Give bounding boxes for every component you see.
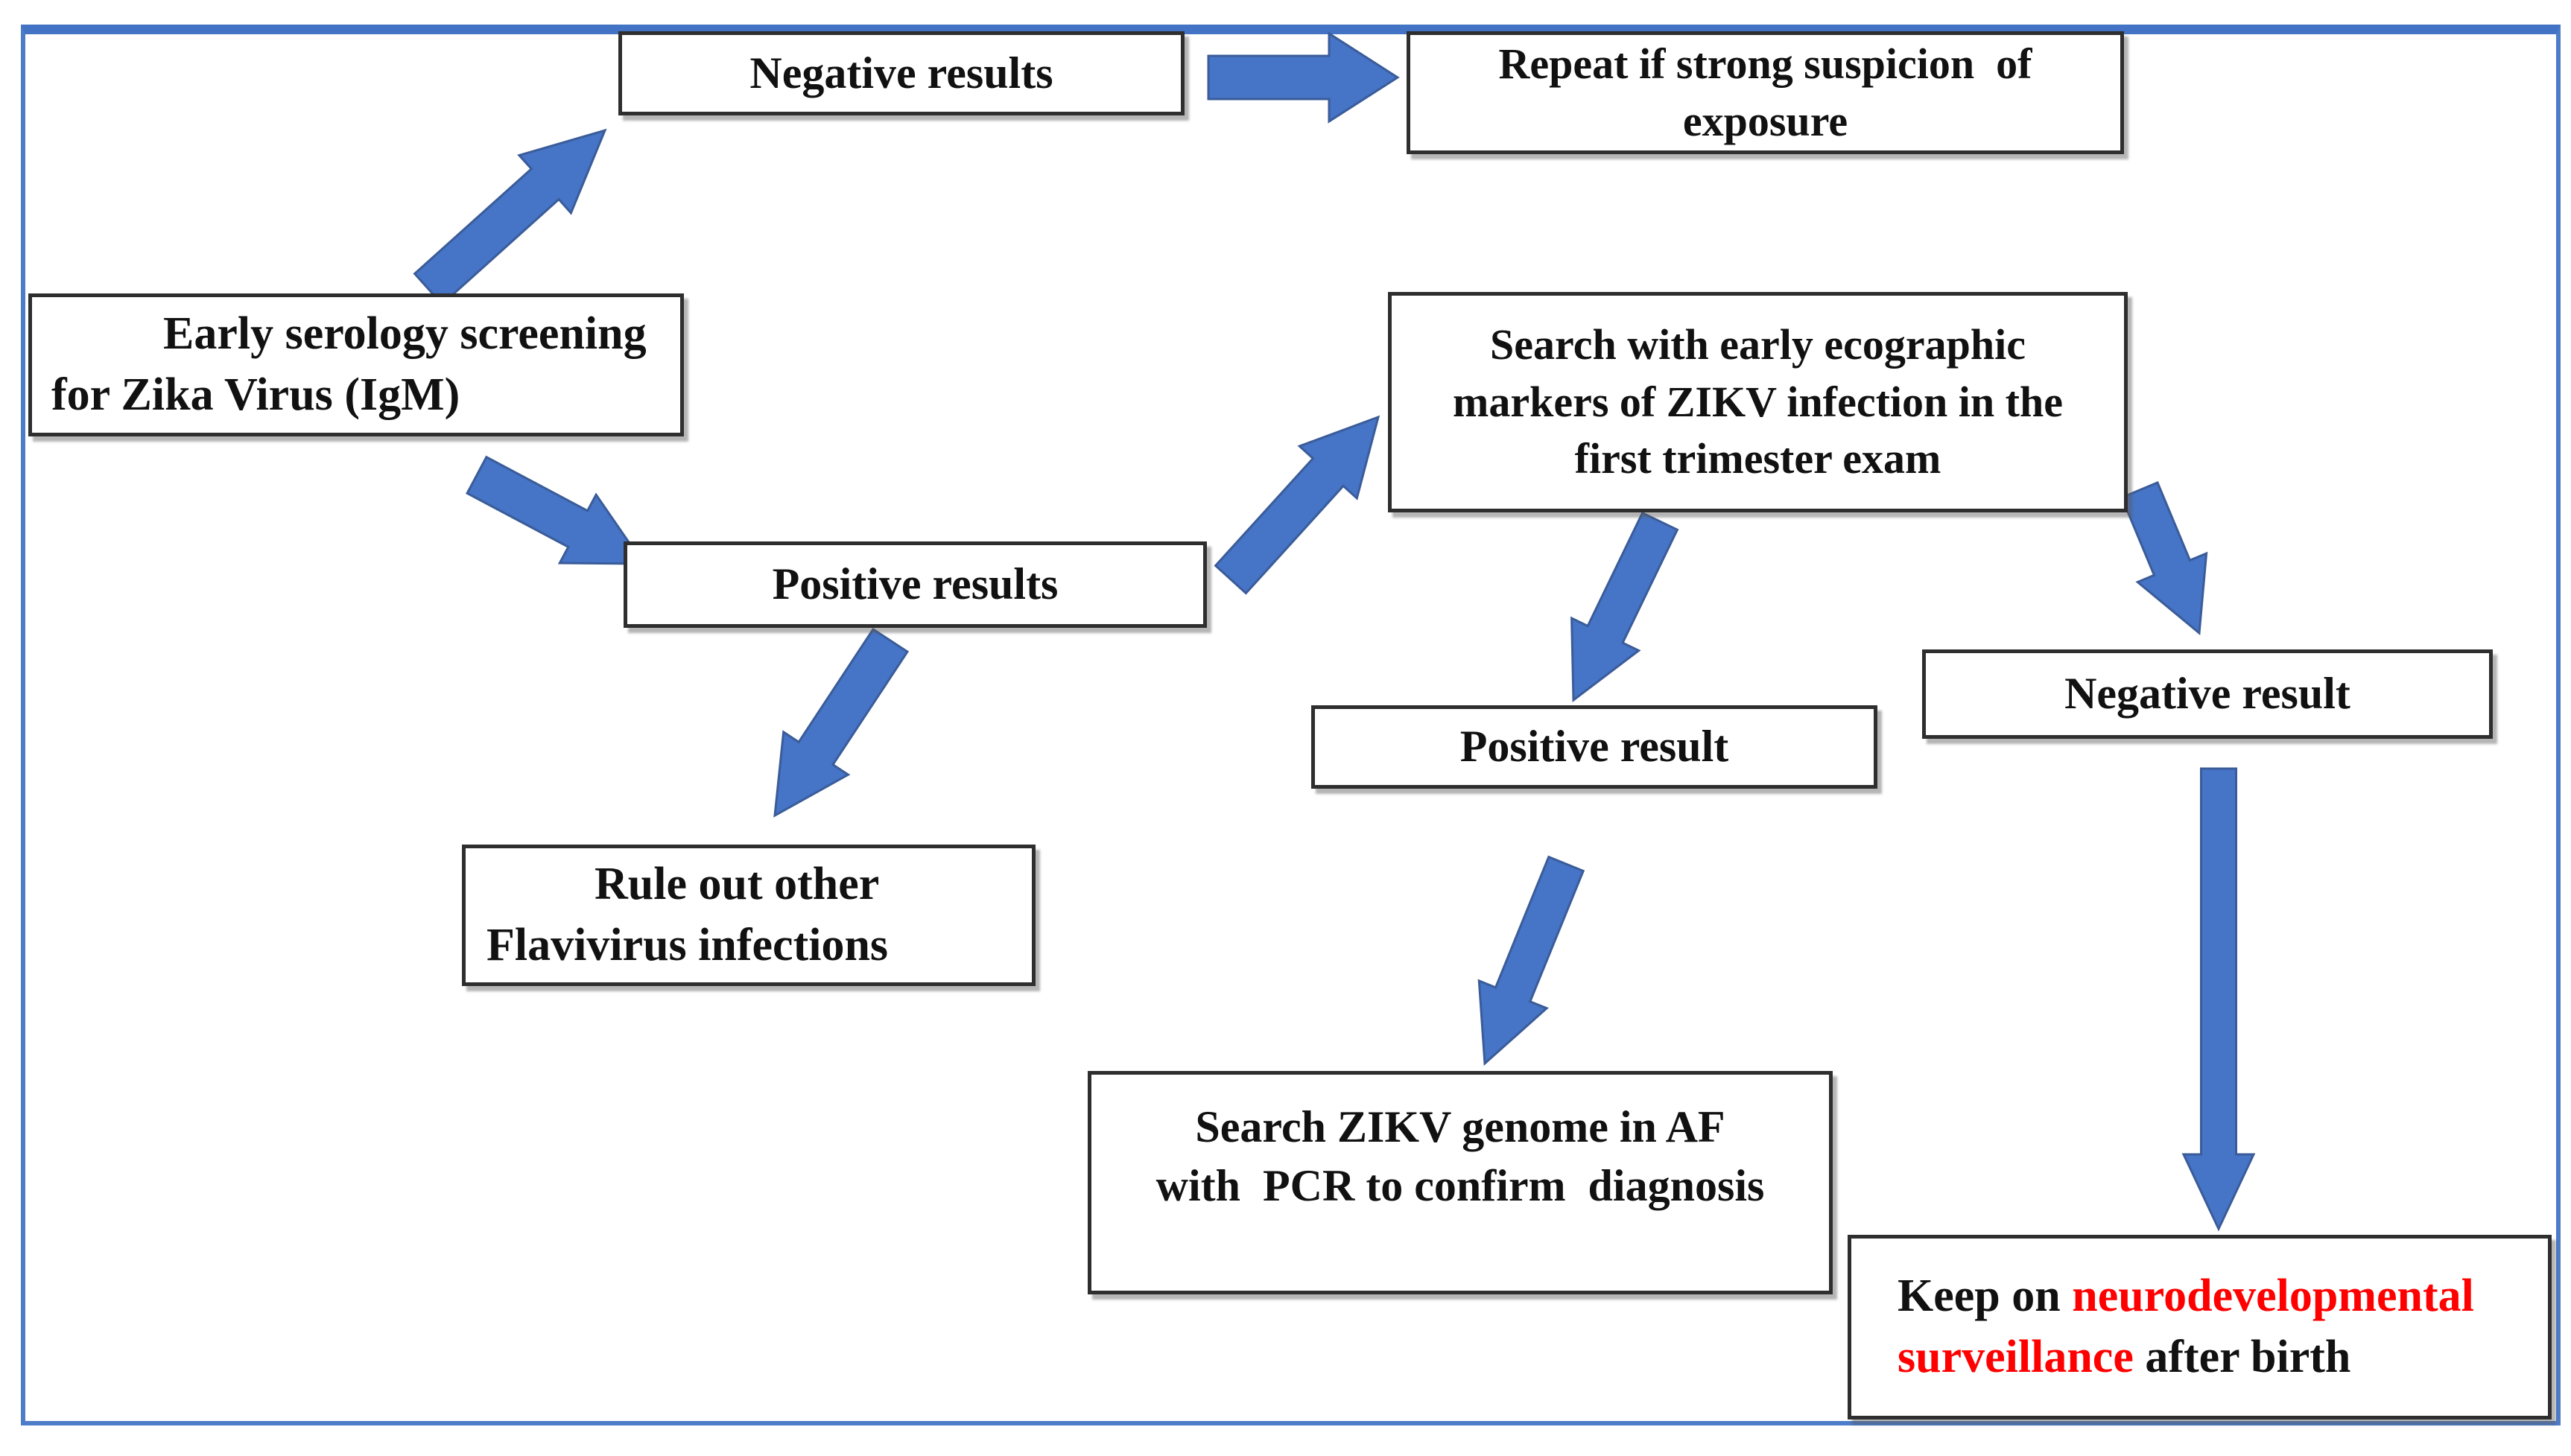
box-early-serology: Early serology screening for Zika Virus (…	[28, 293, 684, 436]
arrow-early-serology-to-negative-results	[413, 128, 607, 306]
text-segment: exposure	[1682, 96, 1848, 145]
box-negative-result-line-1: Negative result	[2064, 664, 2350, 723]
arrow-negative-result-to-keep-on-surveillance	[2181, 767, 2256, 1232]
arrow-negative-results-to-repeat-if-suspicion	[1207, 31, 1400, 124]
box-negative-result: Negative result	[1922, 649, 2493, 739]
text-segment: after birth	[2133, 1332, 2351, 1382]
text-segment: Early serology screening	[163, 308, 647, 360]
box-search-ecographic-line-2: markers of ZIKV infection in the	[1453, 374, 2063, 431]
arrow-positive-results-to-search-ecographic	[1214, 415, 1380, 595]
box-keep-on-surveillance-line-1: Keep on neurodevelopmental	[1898, 1266, 2474, 1327]
box-early-serology-line-2: for Zika Virus (IgM)	[51, 365, 460, 426]
box-search-ecographic: Search with early ecographic markers of Z…	[1388, 292, 2128, 512]
box-negative-results: Negative results	[618, 31, 1185, 115]
arrow-positive-result-to-search-zikv-genome	[1477, 855, 1585, 1066]
box-positive-result-line-1: Positive result	[1460, 717, 1729, 776]
text-segment: for Zika Virus (IgM)	[51, 369, 460, 420]
box-search-ecographic-line-3: first trimester exam	[1575, 430, 1941, 488]
arrow-early-serology-to-positive-results	[466, 455, 646, 565]
box-search-zikv-genome-line-2: with PCR to confirm diagnosis	[1156, 1157, 1765, 1215]
arrow-search-ecographic-to-negative-result	[2120, 481, 2208, 635]
text-segment: surveillance	[1898, 1332, 2134, 1382]
box-repeat-if-suspicion-line-2: exposure	[1683, 93, 1848, 150]
box-early-serology-line-1: Early serology screening	[163, 304, 647, 365]
text-segment: with PCR to confirm diagnosis	[1155, 1161, 1765, 1210]
box-positive-results: Positive results	[624, 541, 1207, 628]
arrow-search-ecographic-to-positive-result	[1570, 511, 1679, 702]
text-segment: Keep on	[1898, 1271, 2073, 1322]
box-rule-out-flavivirus-line-2: Flavivirus infections	[486, 915, 888, 976]
text-segment: Repeat if strong suspicion of	[1498, 39, 2032, 88]
box-positive-result: Positive result	[1311, 705, 1877, 789]
text-segment: Search ZIKV genome in AF	[1195, 1101, 1725, 1151]
text-segment: markers of ZIKV infection in the	[1453, 377, 2063, 426]
box-search-ecographic-line-1: Search with early ecographic	[1490, 317, 2026, 374]
arrow-positive-results-to-rule-out-flavivirus	[773, 627, 910, 818]
text-segment: Flavivirus infections	[486, 920, 889, 970]
text-segment: Negative results	[749, 48, 1053, 98]
text-segment: Positive results	[772, 559, 1059, 609]
box-keep-on-surveillance-line-2: surveillance after birth	[1898, 1327, 2350, 1388]
box-positive-results-line-1: Positive results	[773, 555, 1059, 614]
box-search-zikv-genome-line-1: Search ZIKV genome in AF	[1195, 1098, 1725, 1157]
text-segment: Rule out other	[595, 859, 880, 910]
text-segment: Positive result	[1459, 722, 1729, 772]
text-segment: Search with early ecographic	[1490, 320, 2026, 369]
text-segment: first trimester exam	[1574, 434, 1941, 483]
box-search-zikv-genome: Search ZIKV genome in AF with PCR to conf…	[1088, 1071, 1833, 1294]
box-repeat-if-suspicion-line-1: Repeat if strong suspicion of	[1499, 36, 2032, 93]
box-negative-results-line-1: Negative results	[749, 44, 1053, 103]
text-segment: neurodevelopmental	[2072, 1271, 2474, 1322]
box-rule-out-flavivirus-line-1: Rule out other	[595, 854, 879, 915]
text-segment: Negative result	[2064, 669, 2350, 719]
box-repeat-if-suspicion: Repeat if strong suspicion of exposure	[1407, 31, 2124, 154]
